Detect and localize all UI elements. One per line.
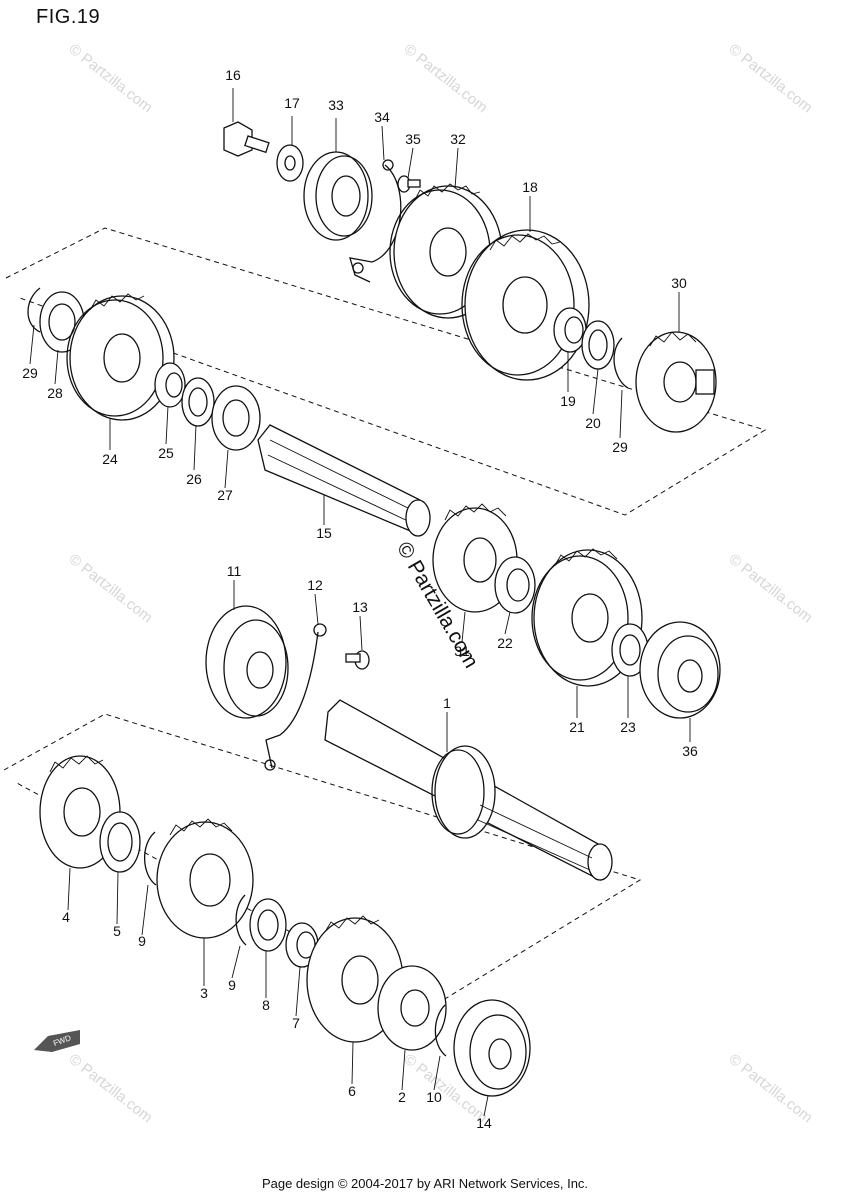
part-ref-4: 4 bbox=[62, 909, 70, 925]
circlip-10 bbox=[434, 1004, 447, 1057]
bushing-19 bbox=[553, 307, 587, 353]
gear-30 bbox=[635, 331, 717, 433]
bushing-25 bbox=[154, 362, 186, 408]
part-ref-24: 24 bbox=[102, 451, 118, 467]
part-ref-29b: 29 bbox=[612, 439, 628, 455]
part-ref-12: 12 bbox=[307, 577, 323, 593]
part-ref-36: 36 bbox=[682, 743, 698, 759]
circlip-9-left bbox=[143, 831, 157, 886]
part-ref-14: 14 bbox=[476, 1115, 492, 1131]
part-ref-22: 22 bbox=[497, 635, 513, 651]
part-ref-33: 33 bbox=[328, 97, 344, 113]
gear-2 bbox=[377, 965, 447, 1051]
lock-washer-8 bbox=[249, 898, 287, 952]
part-ref-17: 17 bbox=[284, 95, 300, 111]
washer-17 bbox=[276, 144, 304, 182]
part-ref-23: 23 bbox=[620, 719, 636, 735]
part-ref-7: 7 bbox=[292, 1015, 300, 1031]
part-ref-9: 9 bbox=[138, 933, 146, 949]
washer-23 bbox=[611, 623, 649, 677]
circlip-29-right bbox=[613, 337, 629, 389]
part-ref-34: 34 bbox=[374, 109, 390, 125]
bolt-16 bbox=[223, 121, 270, 157]
bearing-retainer-12 bbox=[264, 623, 327, 771]
part-ref-11: 11 bbox=[227, 563, 242, 579]
part-labels: 1 2 3 4 5 6 7 8 9 9 10 11 12 13 14 15 16… bbox=[22, 67, 698, 1131]
mainshaft-1 bbox=[324, 699, 613, 882]
fwd-arrow-icon: FWD bbox=[34, 1030, 80, 1052]
part-ref-10: 10 bbox=[426, 1089, 442, 1105]
part-ref-35: 35 bbox=[405, 131, 421, 147]
part-ref-29: 29 bbox=[22, 365, 38, 381]
part-ref-6: 6 bbox=[348, 1083, 356, 1099]
washer-20 bbox=[581, 320, 615, 370]
gear-18 bbox=[461, 229, 590, 381]
part-ref-13: 13 bbox=[352, 599, 368, 615]
part-ref-5: 5 bbox=[113, 923, 121, 939]
part-ref-21: 21 bbox=[569, 719, 585, 735]
circlip-9-right bbox=[235, 894, 247, 946]
bearing-33 bbox=[303, 151, 373, 241]
gear-3 bbox=[156, 818, 254, 939]
part-ref-1: 1 bbox=[443, 695, 451, 711]
figure-title: FIG.19 bbox=[36, 6, 101, 28]
bearing-36 bbox=[639, 621, 721, 719]
part-ref-32: 32 bbox=[450, 131, 466, 147]
part-ref-16: 16 bbox=[225, 67, 241, 83]
part-ref-27: 27 bbox=[217, 487, 233, 503]
washer-5 bbox=[99, 811, 141, 873]
part-ref-28: 28 bbox=[47, 385, 63, 401]
screw-13 bbox=[345, 650, 370, 670]
circlip-29-left bbox=[27, 287, 41, 333]
part-ref-9b: 9 bbox=[228, 977, 236, 993]
bushing-22 bbox=[494, 556, 536, 614]
part-ref-30: 30 bbox=[671, 275, 687, 291]
countershaft-15 bbox=[257, 424, 431, 537]
bearing-14 bbox=[453, 999, 531, 1097]
part-ref-26: 26 bbox=[186, 471, 202, 487]
part-ref-18: 18 bbox=[522, 179, 538, 195]
part-ref-2: 2 bbox=[398, 1089, 406, 1105]
part-ref-19: 19 bbox=[560, 393, 576, 409]
mainshaft-assembly-outline bbox=[3, 713, 642, 1009]
gear-24 bbox=[66, 293, 175, 421]
part-ref-15: 15 bbox=[316, 525, 332, 541]
countershaft-assembly-outline bbox=[5, 227, 767, 516]
part-ref-31: 31 bbox=[454, 643, 470, 659]
bearing-11 bbox=[205, 605, 289, 719]
part-ref-25: 25 bbox=[158, 445, 174, 461]
part-ref-20: 20 bbox=[585, 415, 601, 431]
leader-lines bbox=[29, 88, 691, 1117]
lock-washer-27 bbox=[211, 385, 261, 451]
screw-35 bbox=[397, 175, 421, 193]
page-footer: Page design © 2004-2017 by ARI Network S… bbox=[261, 1176, 589, 1191]
lock-washer-26 bbox=[181, 377, 215, 427]
part-ref-3: 3 bbox=[200, 985, 208, 1001]
part-ref-8: 8 bbox=[262, 997, 270, 1013]
